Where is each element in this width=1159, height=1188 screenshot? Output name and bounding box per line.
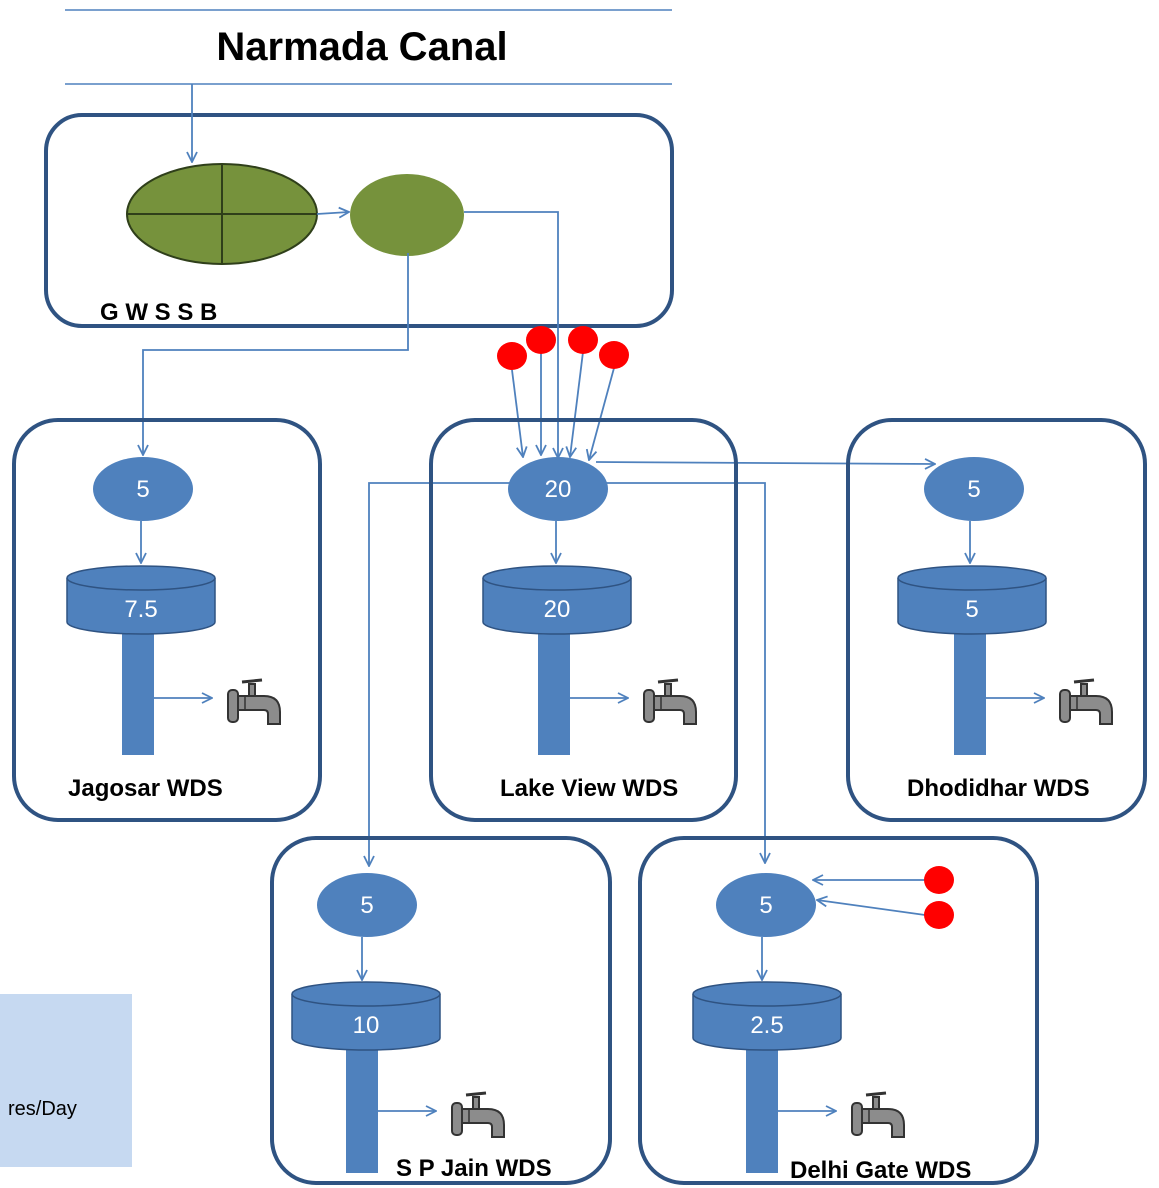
tower-column (746, 1037, 778, 1173)
pipe-to-dhodidhar (595, 462, 935, 464)
pipes (143, 84, 935, 916)
tower-column (346, 1037, 378, 1173)
wds-dhodidhar: 5 5 Dhodidhar WDS (846, 418, 1147, 822)
tap-icon (450, 1091, 506, 1139)
clear-water-reservoir (350, 174, 464, 256)
tank-value: 5 (965, 596, 978, 623)
sump-node (508, 457, 608, 521)
tap-icon (1058, 678, 1114, 726)
canal-title: Narmada Canal (216, 25, 507, 69)
pipe-to-sp-jain (369, 482, 510, 866)
pipe-to-jagosar (143, 253, 409, 455)
gwssb-source: G W S S B (44, 113, 674, 328)
wds-name: Jagosar WDS (68, 775, 223, 802)
sump-node (716, 873, 816, 937)
red-dot-icon (924, 866, 954, 894)
gwssb-frame (44, 113, 674, 328)
tower-column (122, 620, 154, 755)
overhead-tank (66, 578, 216, 635)
wds-frame (429, 418, 738, 822)
wds-lake-view: 20 20 Lake View WDS (429, 418, 738, 822)
well-pipe-3 (570, 351, 584, 457)
well-pipe-delhi-2 (817, 900, 926, 916)
wds-frame (846, 418, 1147, 822)
legend-box (0, 994, 132, 1167)
sump-node (93, 457, 193, 521)
wds-name: Lake View WDS (500, 775, 678, 802)
tank-value: 10 (353, 1012, 380, 1039)
wds-delhi-gate: 5 2.5 Delhi Gate WDS (638, 836, 1039, 1185)
overhead-tank (291, 994, 441, 1051)
well-pipe-4 (589, 367, 615, 460)
red-dot-icon (599, 341, 629, 369)
overhead-tank (897, 578, 1047, 635)
legend: res/Day (0, 994, 132, 1167)
tap-icon (642, 678, 698, 726)
wds-name: S P Jain WDS (396, 1155, 552, 1182)
treatment-to-reservoir-pipe (316, 212, 349, 214)
gwssb-label: G W S S B (100, 299, 217, 326)
wds-name: Dhodidhar WDS (907, 775, 1090, 802)
wds-sp-jain: 5 10 S P Jain WDS (270, 836, 612, 1185)
overhead-tank (692, 994, 842, 1051)
tower-column (538, 620, 570, 755)
pipe-to-delhi-gate (606, 482, 765, 863)
sump-value: 5 (759, 892, 772, 919)
legend-text: res/Day (8, 1098, 77, 1120)
sump-value: 20 (545, 476, 572, 503)
red-dot-icon (526, 326, 556, 354)
red-dot-icon (924, 901, 954, 929)
red-dot-icon (497, 342, 527, 370)
sump-value: 5 (360, 892, 373, 919)
wds-frame (12, 418, 322, 822)
wds-jagosar: 5 7.5 Jagosar WDS (12, 418, 322, 822)
sump-node (924, 457, 1024, 521)
wds-frame (270, 836, 612, 1185)
sump-node (317, 873, 417, 937)
tank-value: 2.5 (750, 1012, 783, 1039)
well-pipe-1 (511, 369, 523, 457)
tank-value: 20 (544, 596, 571, 623)
narmada-canal: Narmada Canal (65, 9, 672, 85)
wds-name: Delhi Gate WDS (790, 1157, 971, 1184)
pipe-to-lake-view (464, 211, 558, 458)
wells (497, 326, 954, 929)
red-dot-icon (568, 326, 598, 354)
tap-icon (226, 678, 282, 726)
overhead-tank (482, 578, 632, 635)
tower-column (954, 620, 986, 755)
tap-icon (850, 1091, 906, 1139)
sump-value: 5 (967, 476, 980, 503)
wds-frame (638, 836, 1039, 1185)
sump-value: 5 (136, 476, 149, 503)
tank-value: 7.5 (124, 596, 157, 623)
